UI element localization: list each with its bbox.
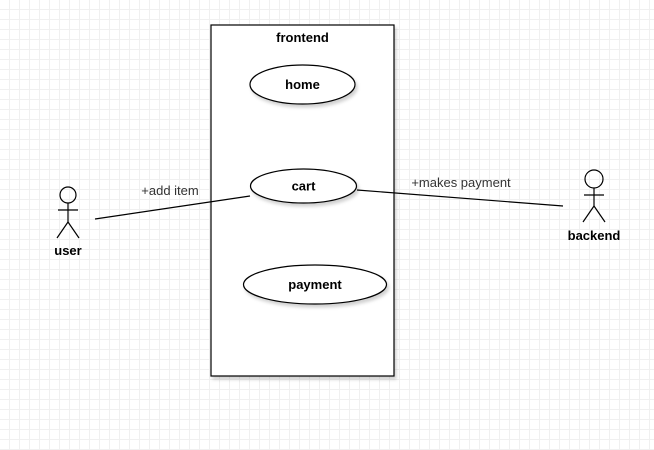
association-label-makes-payment: +makes payment: [411, 175, 511, 190]
association-label-add-item: +add item: [141, 183, 198, 198]
actor-backend[interactable]: backend: [568, 169, 621, 243]
use-case-payment-label: payment: [288, 277, 342, 292]
stick-figure-backend-icon: [582, 169, 606, 223]
stick-figure-user-icon: [56, 186, 80, 239]
association-line-cart-backend[interactable]: [356, 189, 564, 207]
system-title: frontend: [276, 30, 329, 45]
use-case-cart-ellipse[interactable]: [249, 168, 358, 204]
use-case-cart[interactable]: cart: [249, 168, 358, 204]
use-case-payment-ellipse[interactable]: [242, 264, 388, 305]
actor-backend-label: backend: [568, 228, 621, 243]
use-case-home[interactable]: home: [249, 64, 356, 105]
use-case-home-label: home: [285, 77, 320, 92]
actor-user[interactable]: user: [54, 186, 82, 258]
actor-user-label: user: [54, 243, 81, 258]
association-line-user-cart[interactable]: [94, 195, 251, 220]
use-case-cart-label: cart: [292, 179, 317, 194]
use-case-payment[interactable]: payment: [242, 264, 388, 305]
use-case-home-ellipse[interactable]: [249, 64, 356, 105]
